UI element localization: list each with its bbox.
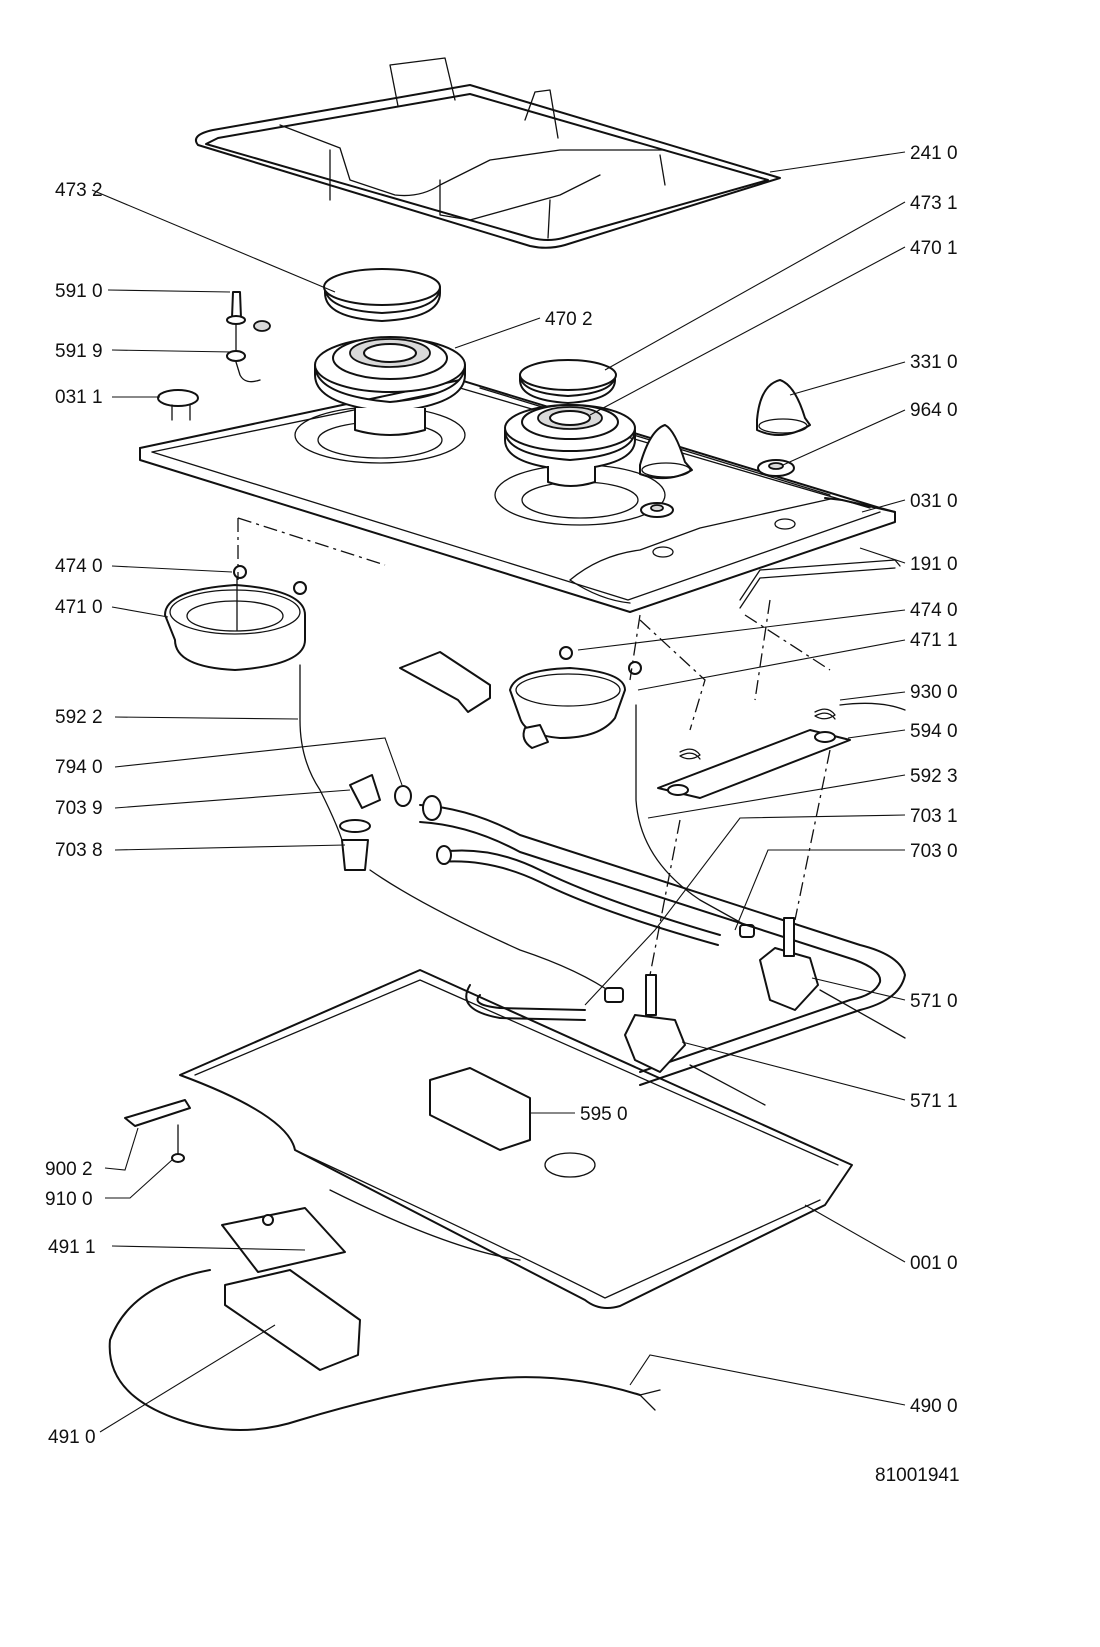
- label-7030: 703 0: [910, 841, 958, 862]
- ignition-electrode: [226, 291, 271, 383]
- label-4900: 490 0: [910, 1396, 958, 1417]
- leader-lines: [91, 151, 906, 1433]
- label-4731: 473 1: [910, 193, 958, 214]
- label-5711: 571 1: [910, 1091, 958, 1112]
- left-burner: [314, 336, 466, 436]
- tap-screws: [689, 989, 906, 1106]
- label-4910: 491 0: [48, 1427, 96, 1448]
- label-5922: 592 2: [55, 707, 103, 728]
- label-7038: 703 8: [55, 840, 103, 861]
- label-4732: 473 2: [55, 180, 103, 201]
- control-knob-left: [639, 424, 693, 480]
- right-burner-cap: [519, 359, 617, 404]
- knob-bezels: [640, 459, 795, 518]
- label-4701: 470 1: [910, 238, 958, 259]
- tap-spring-plate: [657, 702, 906, 799]
- label-4911: 491 1: [48, 1237, 96, 1258]
- gas-tap-left: [624, 974, 686, 1073]
- label-5910: 591 0: [55, 281, 103, 302]
- part-labels: 241 0 473 2 473 1 470 1 591 0 470 2 591 …: [45, 143, 960, 1486]
- control-knob-right: [756, 379, 811, 436]
- label-7031: 703 1: [910, 806, 958, 827]
- label-5923: 592 3: [910, 766, 958, 787]
- left-burner-cap: [323, 268, 441, 322]
- label-9300: 930 0: [910, 682, 958, 703]
- base-tray: [179, 969, 853, 1309]
- label-3310: 331 0: [910, 352, 958, 373]
- hob-seal: [739, 559, 901, 609]
- ignition-unit: [429, 1067, 531, 1151]
- right-burner: [504, 404, 636, 487]
- label-5950: 595 0: [580, 1104, 628, 1125]
- right-burner-cup: [509, 646, 642, 749]
- label-9100: 910 0: [45, 1189, 93, 1210]
- clamp-and-screw: [124, 1099, 191, 1163]
- power-cable: [108, 1269, 661, 1431]
- label-4702: 470 2: [545, 309, 593, 330]
- gas-fittings: [339, 774, 412, 871]
- label-9002: 900 2: [45, 1159, 93, 1180]
- label-0010: 001 0: [910, 1253, 958, 1274]
- pan-support-grate: [194, 57, 781, 249]
- label-4711: 471 1: [910, 630, 958, 651]
- label-7039: 703 9: [55, 798, 103, 819]
- label-5919: 591 9: [55, 341, 103, 362]
- drawing-number: 81001941: [875, 1465, 960, 1486]
- hob-plug-cap: [157, 389, 199, 421]
- heat-shield-bracket: [399, 651, 491, 713]
- left-burner-cup: [164, 565, 307, 671]
- label-0311: 031 1: [55, 387, 103, 408]
- hob-top-panel: [139, 379, 896, 613]
- label-1910: 191 0: [910, 554, 958, 575]
- label-5940: 594 0: [910, 721, 958, 742]
- label-4740-a: 474 0: [55, 556, 103, 577]
- label-9640: 964 0: [910, 400, 958, 421]
- label-7940: 794 0: [55, 757, 103, 778]
- label-2410: 241 0: [910, 143, 958, 164]
- terminal-cover: [221, 1207, 346, 1273]
- label-4710: 471 0: [55, 597, 103, 618]
- gas-tap-right: [759, 917, 819, 1011]
- label-4740-b: 474 0: [910, 600, 958, 621]
- label-5710: 571 0: [910, 991, 958, 1012]
- label-0310: 031 0: [910, 491, 958, 512]
- terminal-block: [224, 1269, 361, 1371]
